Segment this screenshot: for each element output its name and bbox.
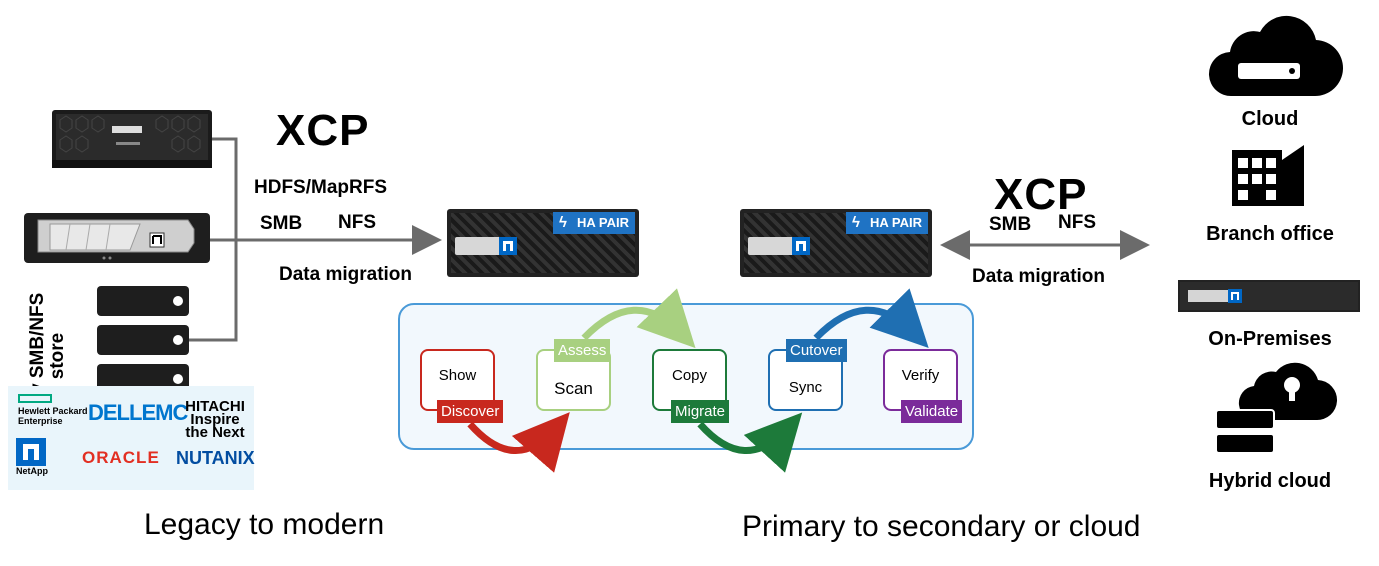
stage-migrate-label: Copy (671, 367, 708, 384)
vendor-hpe: Hewlett Packard Enterprise (18, 394, 90, 426)
right-migration-label: Data migration (972, 266, 1106, 287)
ha-pair-badge: ϟ HA PAIR (553, 212, 635, 234)
stage-validate-label: Verify (901, 367, 940, 384)
tag-validate: Validate (901, 400, 963, 423)
tag-cutover: Cutover (786, 339, 847, 362)
target-label-branch-office: Branch office (1206, 223, 1334, 245)
storage-array-icon (1178, 280, 1360, 312)
source-devices (24, 110, 238, 394)
vendor-dellemc: DELLEMC (88, 400, 188, 425)
stage-assess: Scan (536, 349, 611, 411)
ha-pair-array-left: ϟ HA PAIR (447, 209, 639, 277)
vendor-nutanix: NUTANIX (176, 448, 255, 468)
caption-primary-to-secondary: Primary to secondary or cloud (742, 510, 1141, 543)
lightning-icon: ϟ (559, 214, 567, 231)
vendor-oracle: ORACLE (82, 448, 160, 467)
left-protocol-nfs: NFS (338, 212, 376, 233)
dell-isilon-array-icon (52, 110, 212, 168)
target-icons (1178, 15, 1360, 454)
right-protocol-smb: SMB (989, 214, 1032, 235)
target-label-cloud: Cloud (1241, 108, 1299, 130)
ha-pair-badge: ϟ HA PAIR (846, 212, 928, 234)
stage-discover-label: Show (438, 367, 477, 384)
vendor-netapp: NetApp (16, 438, 48, 476)
vendor-logos-panel: Hewlett Packard Enterprise DELLEMC HITAC… (8, 386, 255, 490)
caption-legacy-to-modern: Legacy to modern (144, 508, 385, 541)
left-xcp-title: XCP (276, 106, 370, 155)
building-icon (1232, 145, 1304, 206)
netapp-filer-icon (24, 213, 210, 263)
netapp-logo-icon (792, 237, 810, 255)
lightning-icon: ϟ (852, 214, 860, 231)
left-migration-label: Data migration (279, 264, 413, 285)
hybrid-cloud-icon (1215, 362, 1338, 454)
stage-cutover-label: Sync (788, 379, 823, 396)
target-label-hybrid-cloud: Hybrid cloud (1208, 470, 1332, 492)
ha-pair-array-right: ϟ HA PAIR (740, 209, 932, 277)
arrow-cutover-to-verify (813, 288, 929, 348)
netapp-logo-icon (499, 237, 517, 255)
vendor-hitachi: HITACHI Inspire the Next (185, 398, 245, 441)
tag-assess: Assess (554, 339, 611, 362)
left-protocol-smb: SMB (260, 213, 303, 234)
tag-migrate: Migrate (671, 400, 730, 423)
arrow-discover-to-assess (467, 412, 570, 473)
cloud-icon (1208, 15, 1344, 97)
right-xcp-title: XCP (994, 170, 1088, 219)
right-protocol-nfs: NFS (1058, 212, 1096, 233)
arrow-assess-to-copy (581, 288, 696, 349)
arrow-migrate-to-sync (697, 412, 803, 473)
target-label-on-premises: On-Premises (1208, 328, 1332, 350)
stage-assess-label: Scan (554, 379, 593, 398)
tag-discover: Discover (437, 400, 504, 423)
left-protocol-hdfs: HDFS/MapRFS (254, 177, 387, 198)
